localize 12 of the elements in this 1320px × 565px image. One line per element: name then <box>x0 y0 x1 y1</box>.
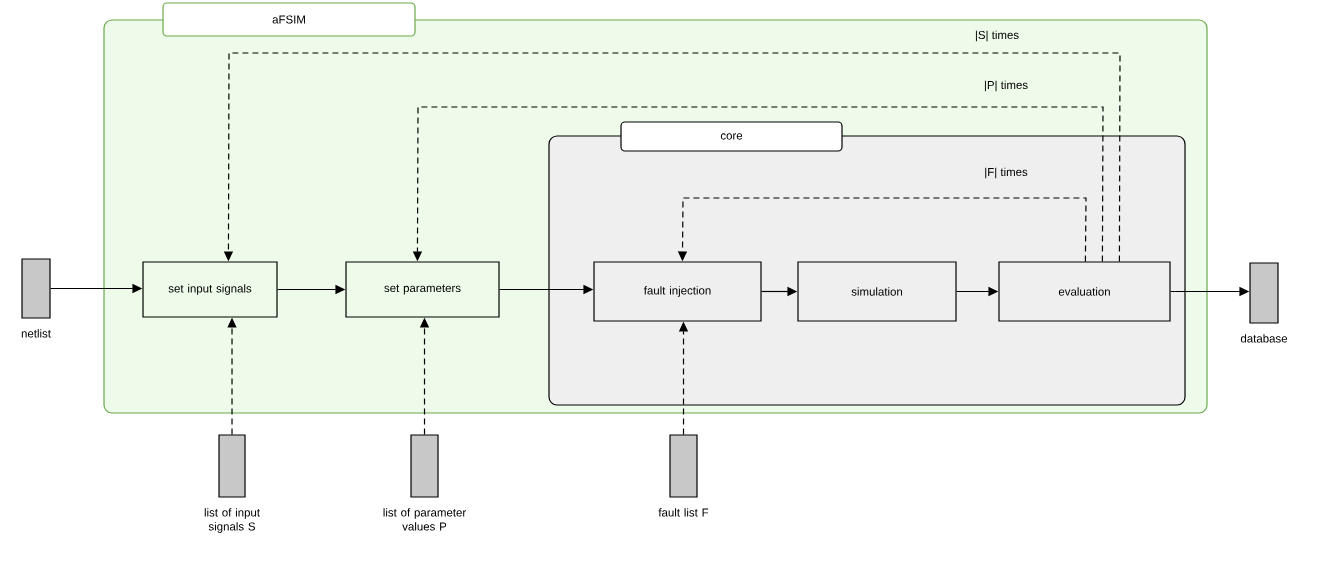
process-box: simulation <box>797 261 957 322</box>
tab-label: aFSIM <box>162 2 416 37</box>
node-label: list of parameter values P <box>383 508 466 531</box>
tab-label: core <box>620 121 843 152</box>
node-label: list of input signals S <box>204 508 260 533</box>
node-label: database <box>1240 334 1288 343</box>
node-label: fault list F <box>658 508 709 517</box>
process-box: set input signals <box>142 261 278 318</box>
node-label: netlist <box>21 329 51 338</box>
process-box: set parameters <box>345 261 500 318</box>
process-box: evaluation <box>998 261 1171 322</box>
process-box: fault injection <box>593 261 762 322</box>
